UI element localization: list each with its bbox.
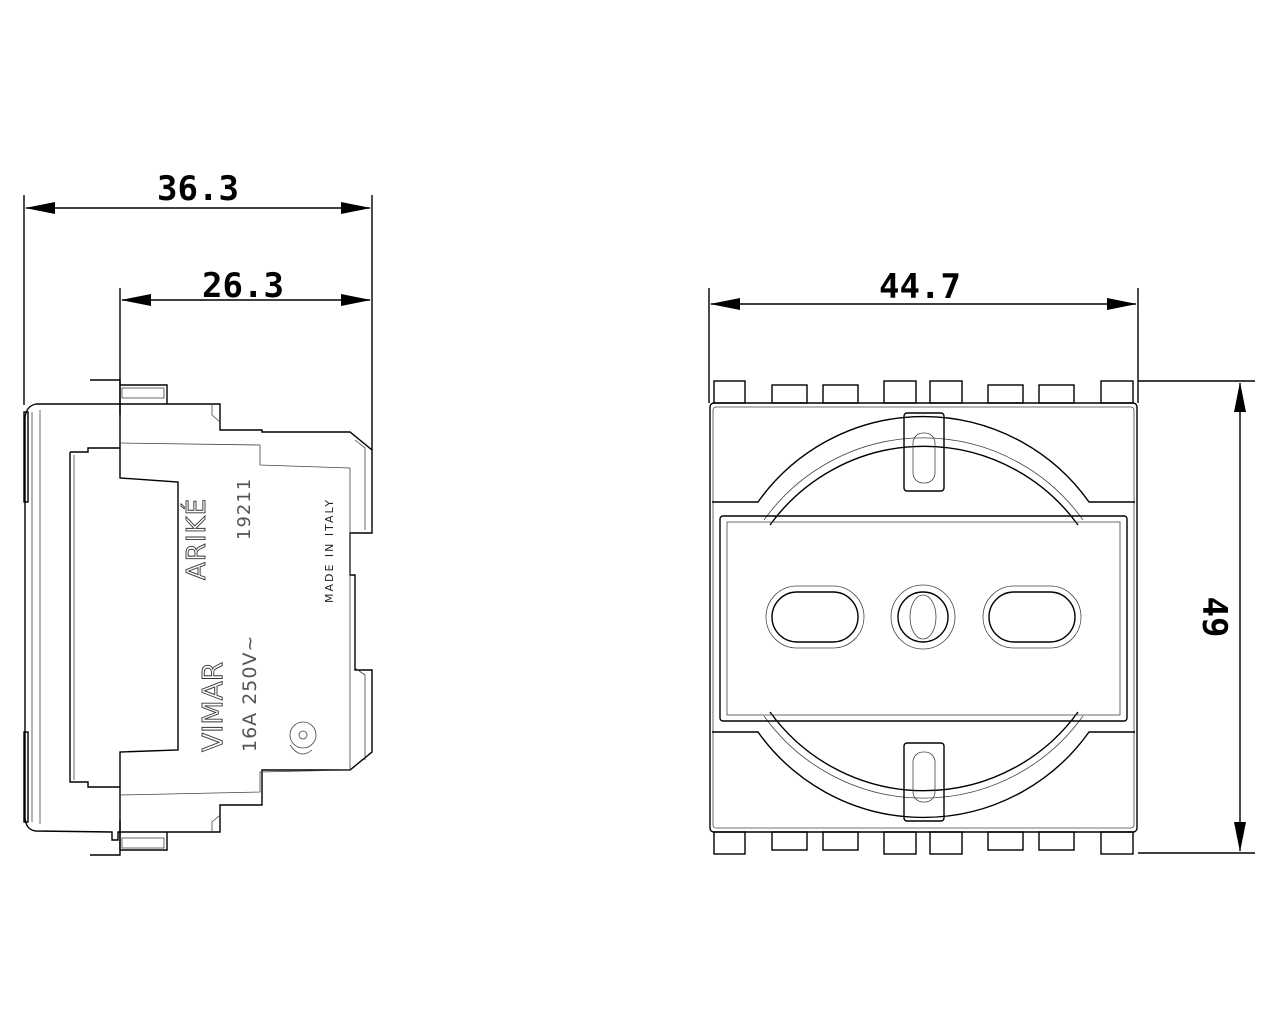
rating-marking: 16A 250V~ — [239, 635, 261, 752]
dimension-label: 36.3 — [157, 169, 239, 209]
socket-hole-right — [982, 585, 1082, 649]
brand-marking: VIMAR — [196, 662, 229, 752]
bottom-tabs — [713, 831, 1134, 855]
dimension-label: 26.3 — [202, 266, 284, 306]
dimension-height: 49 — [1138, 380, 1255, 854]
earth-clip-top — [903, 412, 945, 492]
dimension-label: 44.7 — [879, 267, 961, 307]
earth-clip-bottom — [903, 742, 945, 822]
dimension-body-depth: 26.3 — [119, 266, 371, 385]
front-view — [709, 380, 1138, 855]
socket-hole-left — [765, 585, 865, 649]
dimension-total-depth: 36.3 — [23, 169, 373, 450]
dimension-label: 49 — [1194, 597, 1234, 638]
series-marking: ARIKÉ — [180, 498, 212, 580]
socket-hole-center — [890, 584, 956, 650]
dimension-width: 44.7 — [708, 267, 1139, 403]
code-marking: 19211 — [234, 478, 255, 540]
origin-marking: MADE IN ITALY — [323, 498, 336, 603]
certification-icon — [289, 721, 317, 755]
side-view: ARIKÉ 19211 MADE IN ITALY VIMAR 16A 250V… — [23, 379, 373, 856]
top-tabs — [713, 380, 1134, 404]
